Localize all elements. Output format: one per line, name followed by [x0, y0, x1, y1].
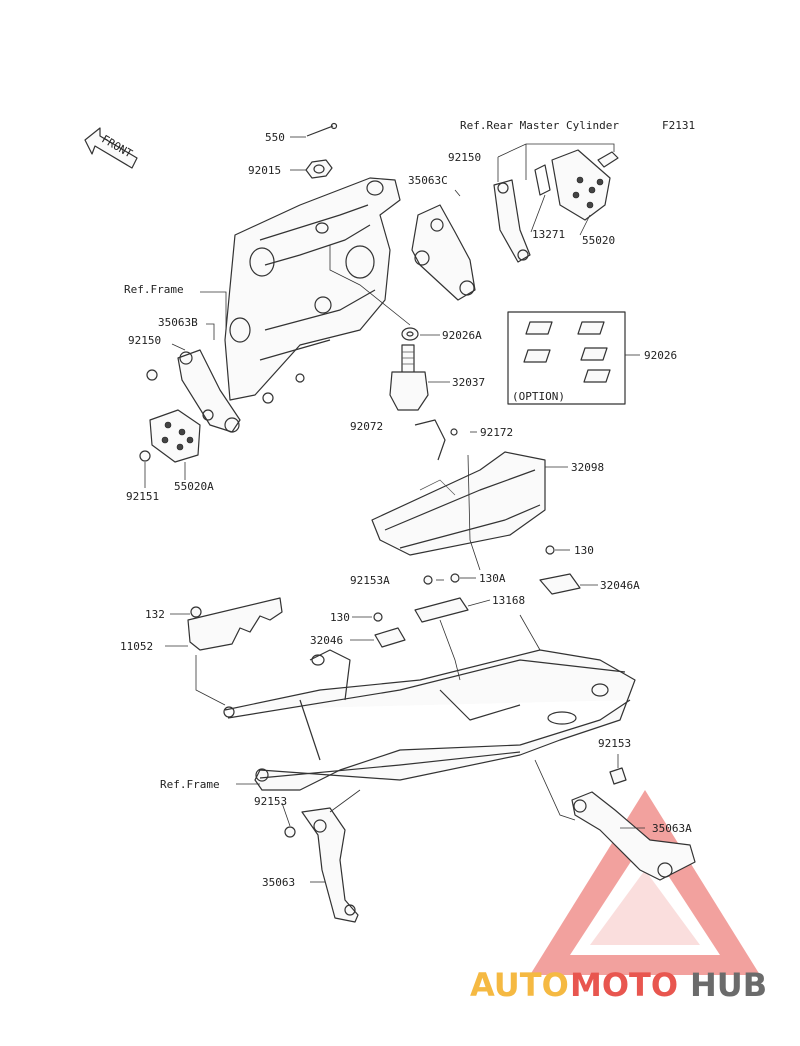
- label-132: 132: [145, 608, 165, 621]
- label-550: 550: [265, 131, 285, 144]
- label-130-mid: 130: [330, 611, 350, 624]
- label-92172: 92172: [480, 426, 513, 439]
- nut-92015: [305, 159, 333, 179]
- option-box-92026: (OPTION): [507, 311, 626, 405]
- hanger-35063A: [571, 791, 696, 881]
- label-55020: 55020: [582, 234, 615, 247]
- watermark-hub: HUB: [690, 966, 767, 1004]
- bolt-132: [190, 606, 202, 618]
- hanger-35063: [301, 807, 359, 923]
- cover-11052: [187, 597, 283, 651]
- figure-code: F2131: [662, 119, 695, 132]
- label-92153A: 92153A: [350, 574, 390, 587]
- stud-32037: [389, 344, 429, 411]
- label-35063A: 35063A: [652, 822, 692, 835]
- label-92153-right: 92153: [598, 737, 631, 750]
- washer-92026A: [401, 327, 419, 341]
- label-32046: 32046: [310, 634, 343, 647]
- watermark-text: AUTO MOTO HUB: [470, 966, 767, 1004]
- ref-rear-master-cylinder: Ref.Rear Master Cylinder: [460, 119, 619, 132]
- bolt-130A: [450, 573, 460, 583]
- label-92072: 92072: [350, 420, 383, 433]
- leader-lines: [144, 136, 645, 883]
- label-32046A: 32046A: [600, 579, 640, 592]
- label-35063: 35063: [262, 876, 295, 889]
- label-13271: 13271: [532, 228, 565, 241]
- plate-13168: [414, 597, 469, 623]
- ref-frame-lower: Ref.Frame: [160, 778, 220, 791]
- bolt-130-right: [545, 545, 555, 555]
- bolt-130-mid: [373, 612, 383, 622]
- part-labels: 550 92015 92150 35063C 13271 55020 35063…: [120, 131, 692, 889]
- bolt-92153A: [423, 575, 433, 585]
- label-130A: 130A: [479, 572, 506, 585]
- bolt-92150-left: [146, 369, 158, 381]
- option-label: (OPTION): [512, 390, 565, 403]
- clip-92172: [450, 428, 458, 436]
- label-11052: 11052: [120, 640, 153, 653]
- label-32098: 32098: [571, 461, 604, 474]
- label-13168: 13168: [492, 594, 525, 607]
- ref-frame-upper: Ref.Frame: [124, 283, 184, 296]
- front-direction-arrow-icon: FRONT: [84, 127, 138, 169]
- pin-550: [306, 122, 338, 137]
- bracket-92072: [414, 419, 446, 461]
- watermark-auto: AUTO: [470, 966, 569, 1004]
- label-92015: 92015: [248, 164, 281, 177]
- heel-plate-55020A: [149, 409, 201, 463]
- part-13271: [534, 164, 551, 196]
- rear-master-cylinder: [493, 179, 531, 263]
- watermark-triangle-icon: [530, 790, 760, 975]
- label-32037: 32037: [452, 376, 485, 389]
- bolt-92153-right: [609, 767, 627, 785]
- lower-subframe: [223, 649, 636, 791]
- bolt-92153-left: [284, 826, 296, 838]
- label-55020A: 55020A: [174, 480, 214, 493]
- heel-plate-55020: [551, 149, 611, 221]
- bracket-35063B: [177, 349, 241, 433]
- label-92026: 92026: [644, 349, 677, 362]
- label-35063C: 35063C: [408, 174, 448, 187]
- label-92026A: 92026A: [442, 329, 482, 342]
- label-92150-top: 92150: [448, 151, 481, 164]
- label-35063B: 35063B: [158, 316, 198, 329]
- label-130-right: 130: [574, 544, 594, 557]
- label-92153-left: 92153: [254, 795, 287, 808]
- bracket-32046: [374, 627, 406, 648]
- label-92151: 92151: [126, 490, 159, 503]
- tray-32098: [371, 451, 546, 556]
- bracket-32046A: [539, 573, 581, 595]
- upper-frame-section: [224, 177, 401, 404]
- bracket-35063C: [411, 204, 476, 301]
- label-92150-left: 92150: [128, 334, 161, 347]
- watermark-moto: MOTO: [570, 966, 678, 1004]
- bolt-92150-top: [597, 151, 619, 168]
- bolt-92151: [139, 450, 151, 462]
